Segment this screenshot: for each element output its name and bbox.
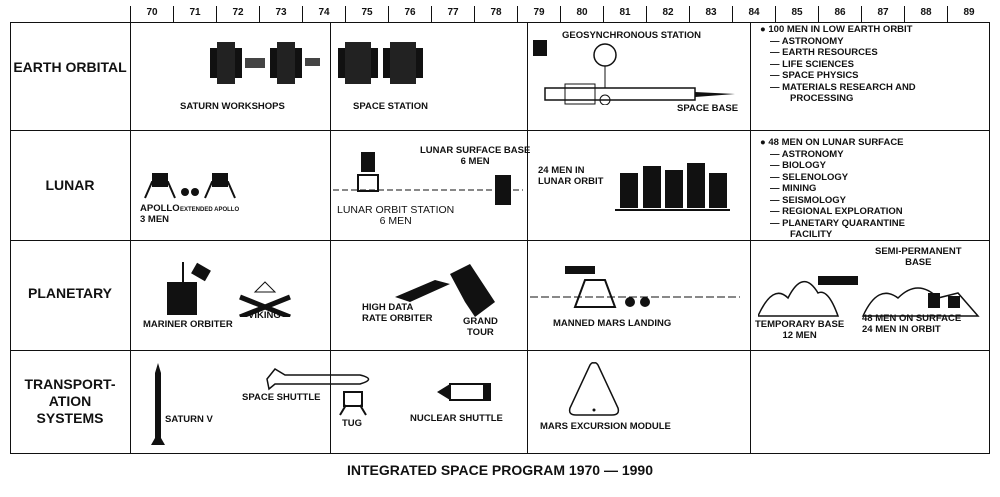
mars-base-illustration — [758, 276, 980, 317]
year-tick: 73 — [259, 6, 302, 22]
space-station-illustration — [338, 42, 423, 84]
nuclear-shuttle-illustration — [437, 383, 491, 401]
list-item: PLANETARY QUARANTINE — [782, 217, 905, 229]
label-viking: VIKING — [248, 310, 281, 321]
lunar-colony-illustration — [615, 163, 730, 211]
tug-illustration — [339, 391, 367, 416]
label-mars-excursion-module: MARS EXCURSION MODULE — [540, 421, 671, 432]
list-item: ASTRONOMY — [781, 148, 844, 160]
year-tick: 87 — [861, 6, 904, 22]
row-divider — [11, 130, 989, 131]
label-line: ATION — [48, 393, 92, 409]
diagram-caption: INTEGRATED SPACE PROGRAM 1970 — 1990 — [346, 462, 653, 478]
column-divider — [750, 23, 751, 453]
list-item: REGIONAL EXPLORATION — [782, 206, 903, 217]
year-tick: 84 — [732, 6, 775, 22]
list-item: MINING — [782, 183, 817, 194]
row-label-earth-orbital: EARTH ORBITAL — [13, 59, 127, 75]
label-saturn-workshops: SATURN WORKSHOPS — [180, 101, 285, 112]
list-item: FACILITY — [790, 229, 833, 240]
label-space-shuttle: SPACE SHUTTLE — [242, 392, 321, 403]
year-tick: 78 — [474, 6, 517, 22]
space-base-illustration — [533, 40, 735, 105]
list-head: 100 MEN IN LOW EARTH ORBIT — [768, 24, 913, 35]
earth-orbital-future-list: ● 100 MEN IN LOW EARTH ORBIT — ASTRONOMY… — [760, 24, 916, 104]
column-divider — [527, 23, 528, 453]
saturn-v-illustration — [151, 363, 165, 445]
label-extended-apollo: EXTENDED APOLLO — [180, 207, 240, 213]
year-tick: 86 — [818, 6, 861, 22]
list-item: MATERIALS RESEARCH AND — [782, 81, 916, 93]
row-divider — [11, 240, 989, 241]
mariner-viking-illustration — [167, 262, 291, 317]
space-shuttle-illustration — [266, 368, 370, 391]
label-line: TRANSPORT- — [24, 376, 116, 392]
label-mariner-orbiter: MARINER ORBITER — [143, 319, 233, 330]
list-head: 48 MEN ON LUNAR SURFACE — [768, 137, 904, 148]
label-nuclear-shuttle: NUCLEAR SHUTTLE — [410, 413, 503, 424]
year-tick: 70 — [130, 6, 173, 22]
year-tick: 76 — [388, 6, 431, 22]
list-item: PROCESSING — [790, 93, 854, 104]
column-divider — [130, 23, 131, 453]
row-label-lunar: LUNAR — [45, 177, 95, 193]
year-tick: 85 — [775, 6, 818, 22]
label-saturn-v: SATURN V — [165, 414, 213, 425]
year-tick: 89 — [947, 6, 990, 22]
list-item: SPACE PHYSICS — [782, 70, 859, 81]
orbiter-grand-tour-illustration — [395, 264, 495, 317]
label-space-station: SPACE STATION — [353, 101, 428, 112]
program-grid: EARTH ORBITAL LUNAR PLANETARY TRANSPORT-… — [10, 22, 990, 454]
mars-excursion-module-illustration — [568, 362, 620, 416]
row-divider — [11, 350, 989, 351]
year-tick: 77 — [431, 6, 474, 22]
label-tug: TUG — [342, 418, 363, 429]
saturn-workshops-illustration — [210, 42, 320, 84]
list-item: SEISMOLOGY — [782, 194, 847, 206]
year-tick: 75 — [345, 6, 388, 22]
label-space-base: SPACE BASE — [677, 103, 739, 114]
list-item: ASTRONOMY — [781, 35, 844, 47]
list-item: EARTH RESOURCES — [782, 47, 878, 58]
list-item: BIOLOGY — [782, 160, 826, 171]
year-tick: 80 — [560, 6, 603, 22]
list-item: LIFE SCIENCES — [782, 58, 854, 70]
list-item: SELENOLOGY — [782, 171, 849, 183]
row-label-planetary: PLANETARY — [28, 285, 112, 301]
mars-landing-illustration — [530, 266, 740, 308]
label-line: SYSTEMS — [36, 410, 104, 426]
lunar-future-list: ● 48 MEN ON LUNAR SURFACE — ASTRONOMY — … — [760, 137, 905, 240]
year-tick: 83 — [689, 6, 732, 22]
label-manned-mars-landing: MANNED MARS LANDING — [553, 318, 672, 329]
label-geosynchronous-station: GEOSYNCHRONOUS STATION — [562, 30, 701, 41]
year-tick: 88 — [904, 6, 947, 22]
row-label-transportation: TRANSPORT- ATION SYSTEMS — [11, 376, 129, 427]
column-divider — [330, 23, 331, 453]
year-tick: 71 — [173, 6, 216, 22]
apollo-lander-illustration — [144, 173, 236, 199]
year-tick: 72 — [216, 6, 259, 22]
lunar-base-illustration — [333, 152, 523, 205]
year-tick: 82 — [646, 6, 689, 22]
year-tick: 79 — [517, 6, 560, 22]
year-tick: 81 — [603, 6, 646, 22]
year-tick: 74 — [302, 6, 345, 22]
